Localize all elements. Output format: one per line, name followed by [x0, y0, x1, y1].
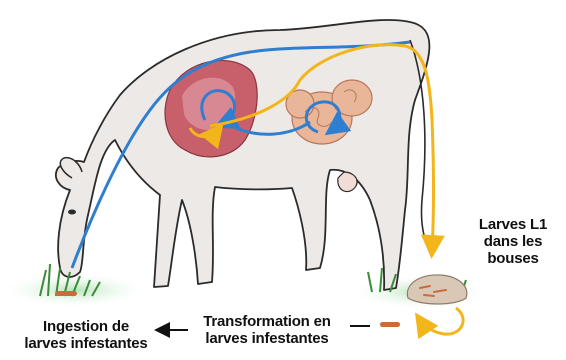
ingested-larva-icon — [55, 291, 77, 296]
cow-eye — [68, 210, 76, 215]
label-larves-l1-line1: Larves L1 — [458, 216, 566, 233]
yellow-curl-arrow — [420, 308, 463, 334]
cow-udder — [338, 172, 357, 192]
label-larves-l1-line2: dans les bouses — [458, 233, 566, 267]
label-ingestion-line1: Ingestion de — [20, 318, 152, 335]
label-larves-l1: Larves L1 dans les bouses — [458, 216, 566, 267]
label-transformation: Transformation en larves infestantes — [192, 313, 342, 347]
label-transformation-line1: Transformation en — [192, 313, 342, 330]
label-ingestion: Ingestion de larves infestantes — [20, 318, 152, 352]
label-ingestion-line2: larves infestantes — [20, 335, 152, 352]
cow-body — [56, 20, 429, 290]
label-transformation-line2: larves infestantes — [192, 330, 342, 347]
transformed-larva-icon — [380, 322, 400, 327]
